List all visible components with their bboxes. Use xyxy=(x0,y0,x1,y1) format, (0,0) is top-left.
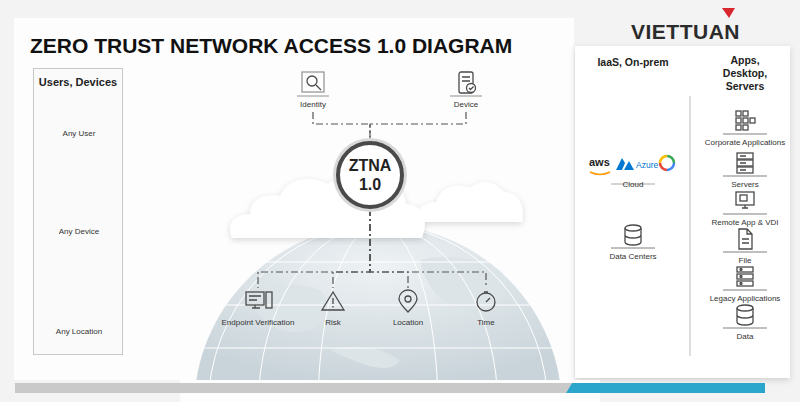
item-label: File xyxy=(702,256,788,266)
resource-item: Data Centers xyxy=(588,222,678,264)
dashed-connector xyxy=(370,209,408,288)
context-item: Location xyxy=(378,288,438,330)
ztna-hub: ZTNA 1.0 xyxy=(336,141,404,209)
item-label: Servers xyxy=(702,180,788,190)
resource-item: Servers xyxy=(700,150,790,192)
item-label: Identity xyxy=(285,100,341,110)
heading-text: ZTNA 1.0 xyxy=(345,156,395,194)
globe xyxy=(180,220,600,402)
brand-logo: VIETTUAN xyxy=(631,20,740,44)
item-label: Any User xyxy=(41,129,117,139)
item-label: Location xyxy=(380,318,436,328)
dashed-connector xyxy=(258,209,370,288)
heading-text: IaaS, On-prem xyxy=(588,56,678,69)
item-label: Time xyxy=(458,318,514,328)
item-label: Data Centers xyxy=(590,252,676,262)
user-item: Any User xyxy=(39,99,119,141)
azure-logo: Azure xyxy=(636,160,658,170)
dashed-connector xyxy=(370,112,466,141)
resource-item: File xyxy=(700,226,790,268)
context-item: Risk xyxy=(303,288,363,330)
item-label: Cloud xyxy=(590,180,676,190)
heading-text: Apps, Desktop, Servers xyxy=(715,54,775,93)
item-label: Legacy Applications xyxy=(702,294,788,304)
context-item: Time xyxy=(456,288,516,330)
item-label: Any Device xyxy=(41,227,117,237)
item-label: Device xyxy=(438,100,494,110)
aws-logo: aws xyxy=(589,156,610,168)
item-label: Data xyxy=(702,332,788,342)
resource-item: Corporate Applications xyxy=(700,108,790,150)
dashed-connector xyxy=(313,112,370,141)
cloud-logos xyxy=(590,156,674,184)
signal-item: Identity xyxy=(283,70,343,112)
resource-panel xyxy=(575,46,790,378)
group-panel: Users, DevicesAny UserAny DeviceAny Loca… xyxy=(33,68,123,355)
dashed-connector xyxy=(370,209,486,288)
resource-item: Remote App & VDI xyxy=(700,188,790,230)
item-label: Any Location xyxy=(41,327,117,337)
resource-item: Data xyxy=(700,302,790,344)
signal-item: Device xyxy=(436,70,496,112)
location-item: Any Location xyxy=(39,297,119,339)
item-label: Endpoint Verification xyxy=(220,318,296,328)
context-item: Endpoint Verification xyxy=(218,288,298,330)
resource-item: Legacy Applications xyxy=(700,264,790,306)
dashed-connector xyxy=(333,209,370,288)
resource-column: Apps, Desktop, ServersCorporate Applicat… xyxy=(695,54,795,354)
item-label: Remote App & VDI xyxy=(702,218,788,228)
device-item: Any Device xyxy=(39,197,119,239)
diagram-title: ZERO TRUST NETWORK ACCESS 1.0 DIAGRAM xyxy=(30,34,512,58)
item-label: Risk xyxy=(305,318,361,328)
heading-text: Users, Devices xyxy=(34,76,122,88)
item-label: Corporate Applications xyxy=(702,138,788,148)
icons xyxy=(62,72,767,328)
